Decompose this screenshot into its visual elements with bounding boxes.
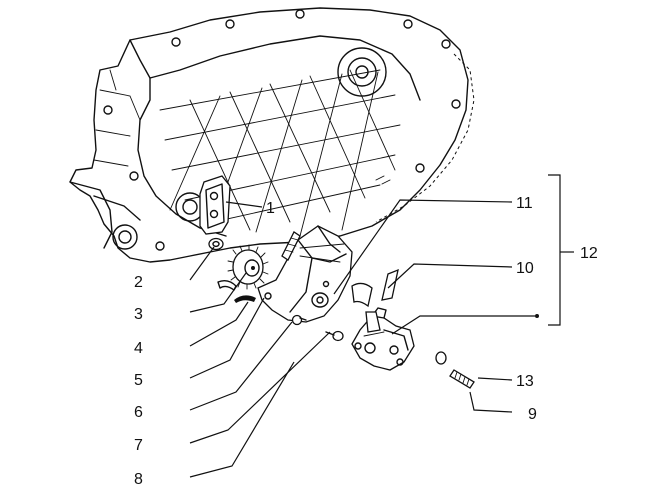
callout-13: 13 xyxy=(516,373,534,390)
part-13-washer xyxy=(435,351,447,365)
oil-pump-assembly xyxy=(351,307,415,371)
part-10-hose xyxy=(381,268,399,301)
callout-1: 1 xyxy=(266,200,275,217)
part-8-bolt xyxy=(325,330,344,342)
callout-8: 8 xyxy=(134,471,143,488)
callout-12: 12 xyxy=(580,245,598,262)
part-4-clip xyxy=(217,279,237,291)
callout-6: 6 xyxy=(134,404,143,421)
leader-lines xyxy=(189,174,574,478)
callout-5: 5 xyxy=(134,372,143,389)
callout-2: 2 xyxy=(134,274,143,291)
part-1-bracket-plate xyxy=(199,175,231,235)
part-7-screw xyxy=(291,314,307,326)
part-5-half-washer xyxy=(234,295,256,303)
part-3-gear xyxy=(227,244,269,290)
callout-3: 3 xyxy=(134,306,143,323)
pin-part xyxy=(281,231,301,261)
part-11-hose xyxy=(351,282,373,308)
crankcase-drawing xyxy=(69,7,475,263)
part-9-bolt xyxy=(449,369,475,389)
callout-11: 11 xyxy=(516,195,533,212)
part-6-pump-body xyxy=(257,225,353,323)
callout-7: 7 xyxy=(134,437,143,454)
part-2-washer xyxy=(208,237,224,251)
callout-labels: 1 2 3 4 5 6 7 8 9 10 11 12 13 xyxy=(134,195,598,488)
callout-4: 4 xyxy=(134,340,143,357)
callout-10: 10 xyxy=(516,260,534,277)
callout-9: 9 xyxy=(528,406,537,423)
